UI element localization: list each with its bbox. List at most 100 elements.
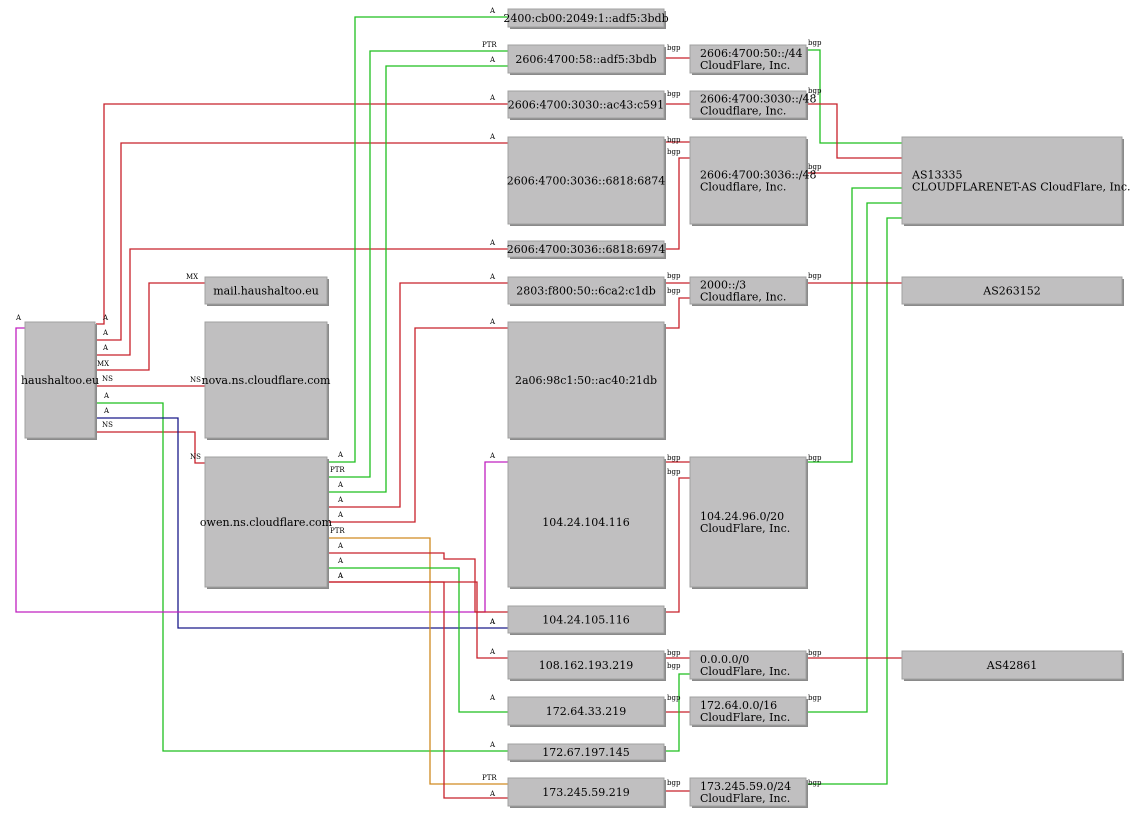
edge-label-target: MX xyxy=(186,273,198,281)
node-label: 104.24.105.116 xyxy=(542,614,629,627)
edge-label: MX xyxy=(97,360,109,368)
edge-label: bgp xyxy=(808,87,822,95)
edge-label: bgp xyxy=(808,779,822,787)
edge-haushaltoo-to-ip6_6974 xyxy=(96,248,508,356)
edge-haushaltoo-to-ip_172_67 xyxy=(96,402,508,752)
edge-owen-to-ip_173 xyxy=(327,581,508,799)
nodes-layer: haushaltoo.eu mail.haushaltoo.eu nova.ns.c… xyxy=(21,8,1131,808)
node-owen[interactable]: owen.ns.cloudflare.com xyxy=(200,456,333,589)
node-ip-172-67[interactable]: 172.67.197.145 xyxy=(507,743,666,762)
edge-label-target: A xyxy=(489,452,496,460)
node-box xyxy=(689,90,807,119)
edge-haushaltoo-to-ip6_6874 xyxy=(96,142,508,341)
node-as42861[interactable]: AS42861 xyxy=(901,650,1124,681)
edge-label: bgp xyxy=(667,694,681,702)
edge-owen-to-ip_108 xyxy=(327,581,508,659)
edge-label: bgp xyxy=(667,136,681,144)
edge-label-target: A xyxy=(489,618,496,626)
edge-label: A xyxy=(102,344,109,352)
node-ip6-3030[interactable]: 2606:4700:3030::ac43:c591 xyxy=(507,90,666,120)
edge-haushaltoo-to-owen xyxy=(96,431,205,464)
node-box xyxy=(507,44,665,74)
node-ip-108[interactable]: 108.162.193.219 xyxy=(507,650,666,681)
node-box xyxy=(507,605,665,634)
node-label: 2606:4700:3030::/48 xyxy=(700,93,817,106)
node-ip6-2606-58[interactable]: 2606:4700:58::adf5:3bdb xyxy=(507,44,666,75)
node-label: mail.haushaltoo.eu xyxy=(213,285,319,298)
node-label: 2606:4700:3036::6818:6974 xyxy=(507,243,666,256)
edge-label: A xyxy=(103,392,110,400)
edge-label: NS xyxy=(102,375,113,383)
edge-label: bgp xyxy=(667,90,681,98)
edge-ip_105_116-to-pfx_104 xyxy=(664,477,690,613)
node-box xyxy=(507,90,665,119)
edge-label-target: NS xyxy=(190,376,201,384)
node-box xyxy=(204,321,328,439)
edges-layer xyxy=(15,16,902,799)
node-box xyxy=(689,777,807,807)
edge-label-target: A xyxy=(489,790,496,798)
node-ip6-2a06[interactable]: 2a06:98c1:50::ac40:21db xyxy=(507,321,666,440)
edge-haushaltoo-to-ip_105_116 xyxy=(96,417,508,629)
node-mail[interactable]: mail.haushaltoo.eu xyxy=(204,276,329,306)
node-label: CloudFlare, Inc. xyxy=(700,522,790,535)
edge-haushaltoo-to-ip6_3030 xyxy=(96,103,508,325)
node-label: 2a06:98c1:50::ac40:21db xyxy=(515,374,657,387)
edge-label: A xyxy=(337,511,344,519)
node-ip-172-64[interactable]: 172.64.33.219 xyxy=(507,696,666,727)
node-box xyxy=(689,136,807,225)
node-ip-104-116[interactable]: 104.24.104.116 xyxy=(507,456,666,589)
edge-owen-to-ip_172_64 xyxy=(327,567,508,713)
node-haushaltoo[interactable]: haushaltoo.eu xyxy=(21,321,99,440)
node-box xyxy=(689,650,807,680)
edge-label: bgp xyxy=(667,649,681,657)
node-box xyxy=(507,650,665,680)
edge-label: bgp xyxy=(667,287,681,295)
edge-label: bgp xyxy=(808,649,822,657)
edge-label-target: A xyxy=(489,318,496,326)
node-ip6-6874[interactable]: 2606:4700:3036::6818:6874 xyxy=(507,136,666,226)
edge-pfx_3030-to-as13335 xyxy=(806,103,902,159)
node-box xyxy=(689,44,807,74)
edge-label: A xyxy=(337,572,344,580)
node-box xyxy=(24,321,96,439)
node-label: 173.245.59.219 xyxy=(542,786,629,799)
edge-label: A xyxy=(337,542,344,550)
edge-label: PTR xyxy=(330,527,345,535)
node-ip-173[interactable]: 173.245.59.219 xyxy=(507,777,666,808)
node-ip-105-116[interactable]: 104.24.105.116 xyxy=(507,605,666,635)
edge-label: bgp xyxy=(667,779,681,787)
node-nova[interactable]: nova.ns.cloudflare.com xyxy=(201,321,331,440)
node-label: 2606:4700:3030::ac43:c591 xyxy=(508,99,664,112)
node-box xyxy=(507,696,665,726)
edge-owen-to-ip6_2606_58 xyxy=(327,65,508,493)
edge-label: bgp xyxy=(667,44,681,52)
node-box xyxy=(507,456,665,588)
edge-pfx_2606_50-to-as13335 xyxy=(806,49,902,144)
node-box xyxy=(507,8,665,28)
node-label: 2606:4700:58::adf5:3bdb xyxy=(515,53,656,66)
edge-label: bgp xyxy=(667,148,681,156)
node-label: 104.24.96.0/20 xyxy=(700,510,784,523)
node-label: 2400:cb00:2049:1::adf5:3bdb xyxy=(503,12,668,25)
node-ip6-6974[interactable]: 2606:4700:3036::6818:6974 xyxy=(507,240,666,259)
node-as263152[interactable]: AS263152 xyxy=(901,276,1124,306)
node-ip6-2803[interactable]: 2803:f800:50::6ca2:c1db xyxy=(507,276,666,306)
edge-pfx_104-to-as13335 xyxy=(806,187,902,463)
edge-label-target: A xyxy=(489,741,496,749)
node-ip6-2400[interactable]: 2400:cb00:2049:1::adf5:3bdb xyxy=(503,8,669,29)
edge-owen-to-ip6_2606_58 xyxy=(327,50,508,478)
node-label: 172.64.33.219 xyxy=(546,705,626,718)
node-label: Cloudflare, Inc. xyxy=(700,181,786,194)
node-label: 2606:4700:3036::6818:6874 xyxy=(507,175,666,188)
edge-owen-to-ip_173 xyxy=(327,537,508,785)
